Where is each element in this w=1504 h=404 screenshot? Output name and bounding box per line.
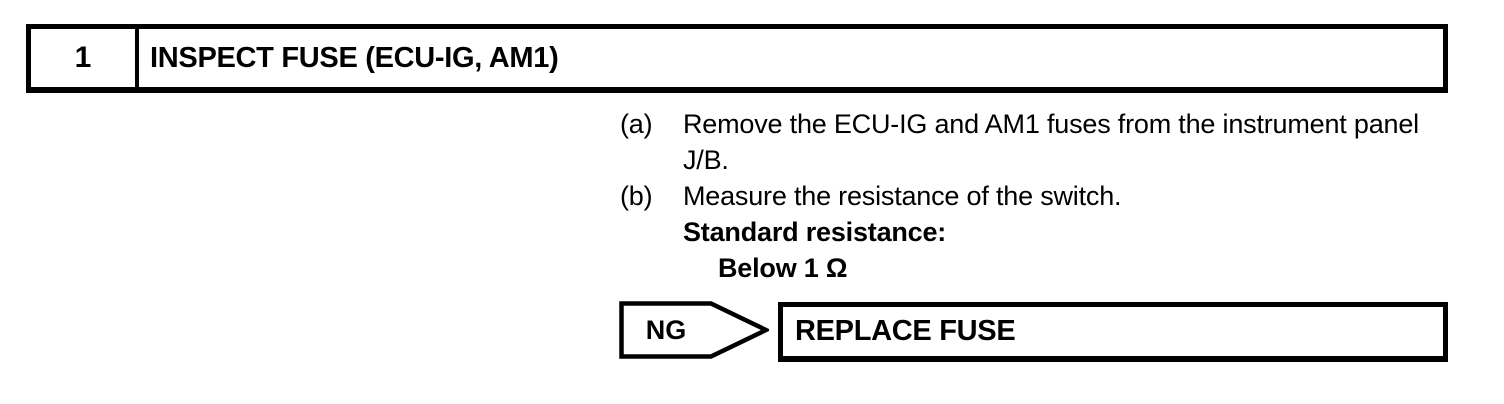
instruction-label: (a)	[620, 109, 653, 139]
step-header: 1 INSPECT FUSE (ECU-IG, AM1)	[26, 24, 1448, 93]
instruction-label: (b)	[620, 181, 653, 211]
spec-value: Below 1 Ω	[718, 253, 848, 283]
instruction-item: (b) Measure the resistance of the switch…	[620, 178, 1450, 214]
spec-heading: Standard resistance:	[683, 217, 947, 247]
step-number: 1	[31, 29, 139, 87]
instruction-text: Measure the resistance of the switch.	[683, 181, 1122, 211]
ng-pointer-pentagon-icon	[619, 301, 769, 359]
action-label: REPLACE FUSE	[795, 315, 1016, 347]
ng-verdict-arrow: NG	[619, 301, 769, 359]
ng-verdict-label: NG	[645, 314, 687, 345]
action-box: REPLACE FUSE	[778, 302, 1448, 362]
step-title: INSPECT FUSE (ECU-IG, AM1)	[150, 41, 559, 74]
instruction-text: Remove the ECU-IG and AM1 fuses from the…	[683, 109, 1419, 175]
instruction-item: (a) Remove the ECU-IG and AM1 fuses from…	[620, 106, 1450, 178]
instruction-list: (a) Remove the ECU-IG and AM1 fuses from…	[620, 106, 1450, 286]
